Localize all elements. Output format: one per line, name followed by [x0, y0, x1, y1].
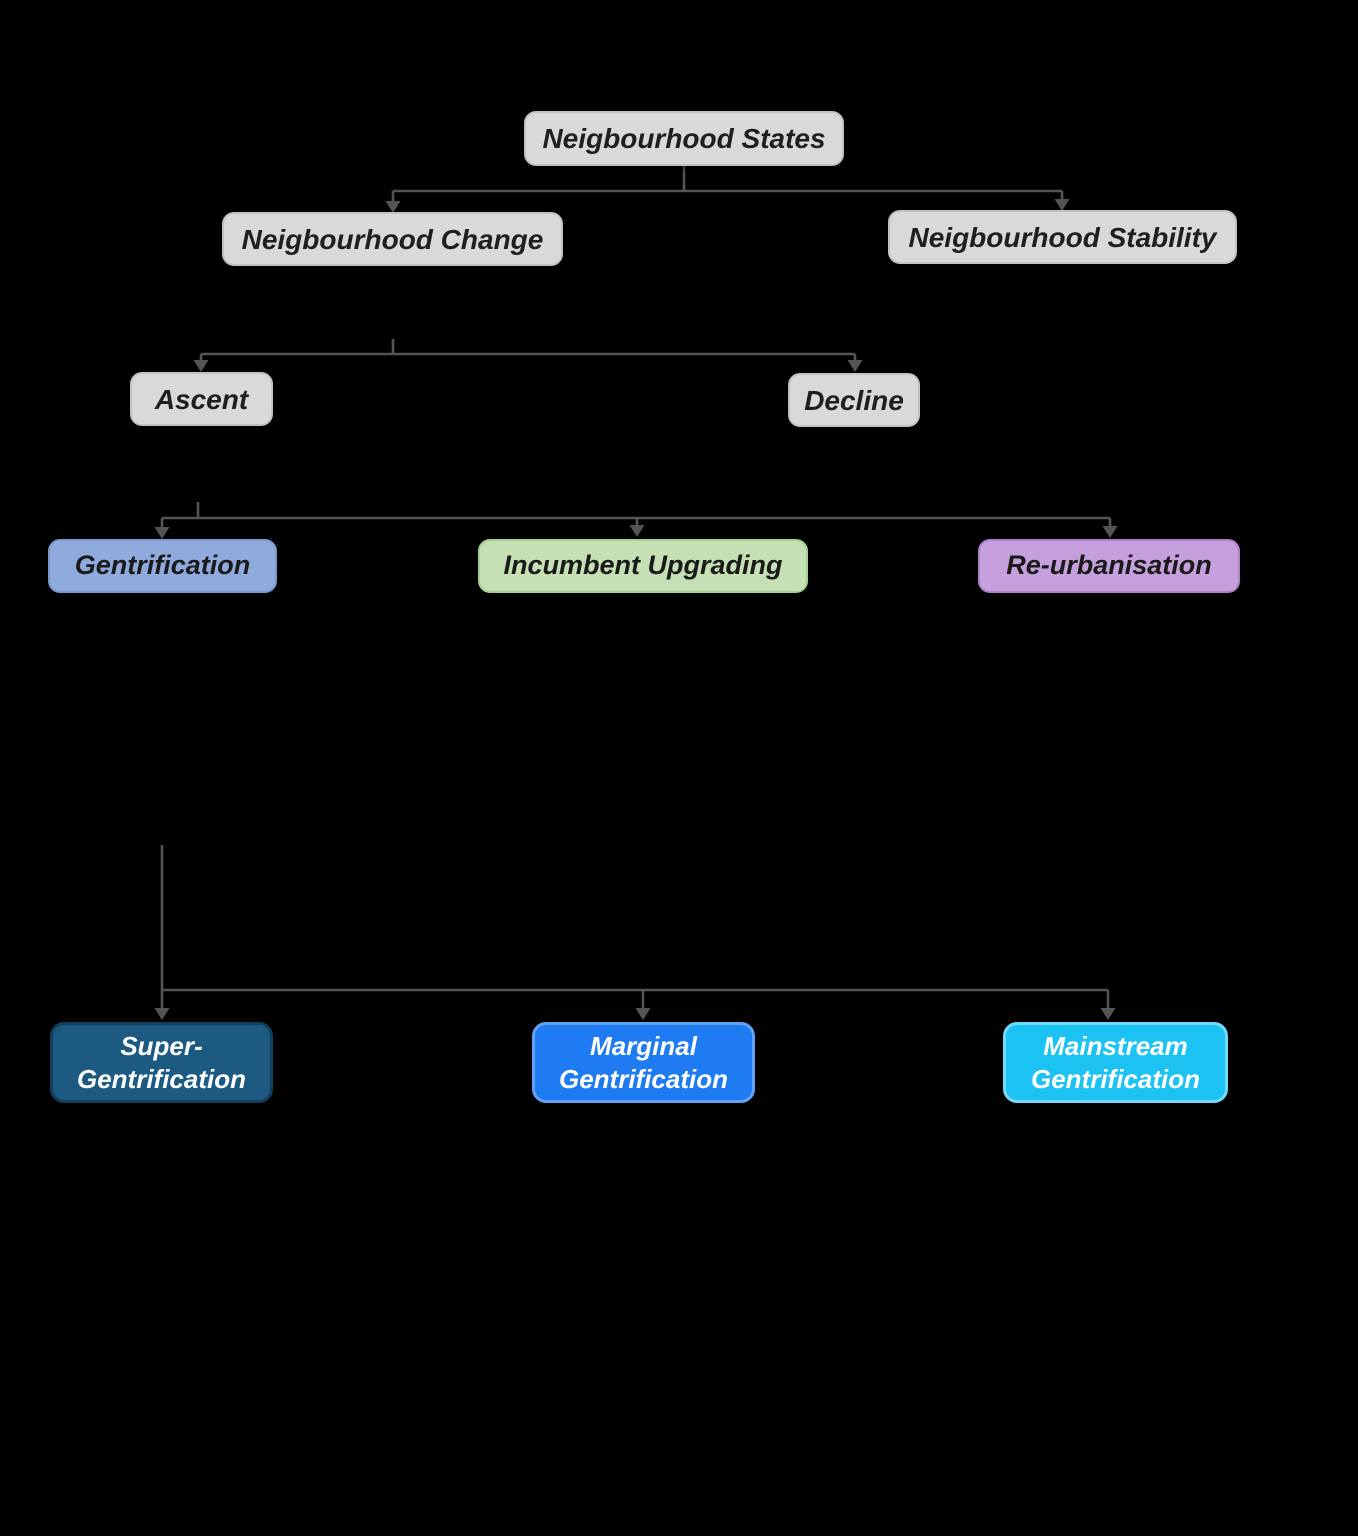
node-decline: Decline	[788, 373, 920, 427]
connector-gentrification-to-subtypes	[154, 845, 1116, 1020]
node-label: Neigbourhood States	[542, 123, 826, 154]
node-label-line2: Gentrification	[76, 1063, 246, 1094]
node-ascent: Ascent	[130, 372, 273, 426]
node-label-line1: Marginal	[590, 1031, 697, 1061]
node-neighbourhood-stability: Neigbourhood Stability	[888, 210, 1237, 264]
node-label: Ascent	[154, 383, 249, 415]
node-mainstream-gentrification: Mainstream Gentrification	[1003, 1022, 1228, 1103]
node-neighbourhood-change: Neigbourhood Change	[222, 212, 563, 266]
node-label: Neigbourhood Change	[241, 223, 544, 255]
connector-ascent-to-types	[154, 502, 1118, 539]
node-super-gentrification: Super- Gentrification	[50, 1022, 273, 1103]
node-label: Neigbourhood Stability	[908, 221, 1217, 253]
node-gentrification: Gentrification	[48, 539, 277, 593]
connector-change-to-ascent-decline	[193, 339, 863, 372]
node-label-line1: Mainstream	[1043, 1031, 1188, 1061]
node-label: Gentrification	[74, 550, 251, 581]
node-incumbent-upgrading: Incumbent Upgrading	[478, 539, 808, 593]
connector-states-to-change-stability	[385, 166, 1070, 213]
node-label: Incumbent Upgrading	[503, 550, 783, 581]
node-label: Decline	[804, 384, 904, 416]
node-label-line2: Gentrification	[1030, 1063, 1200, 1094]
node-marginal-gentrification: Marginal Gentrification	[532, 1022, 755, 1103]
node-neighbourhood-states: Neigbourhood States	[524, 111, 844, 166]
node-label-line1: Super-	[120, 1031, 203, 1061]
node-re-urbanisation: Re-urbanisation	[978, 539, 1240, 593]
node-label-line2: Gentrification	[558, 1063, 728, 1094]
node-label: Re-urbanisation	[1006, 550, 1212, 581]
